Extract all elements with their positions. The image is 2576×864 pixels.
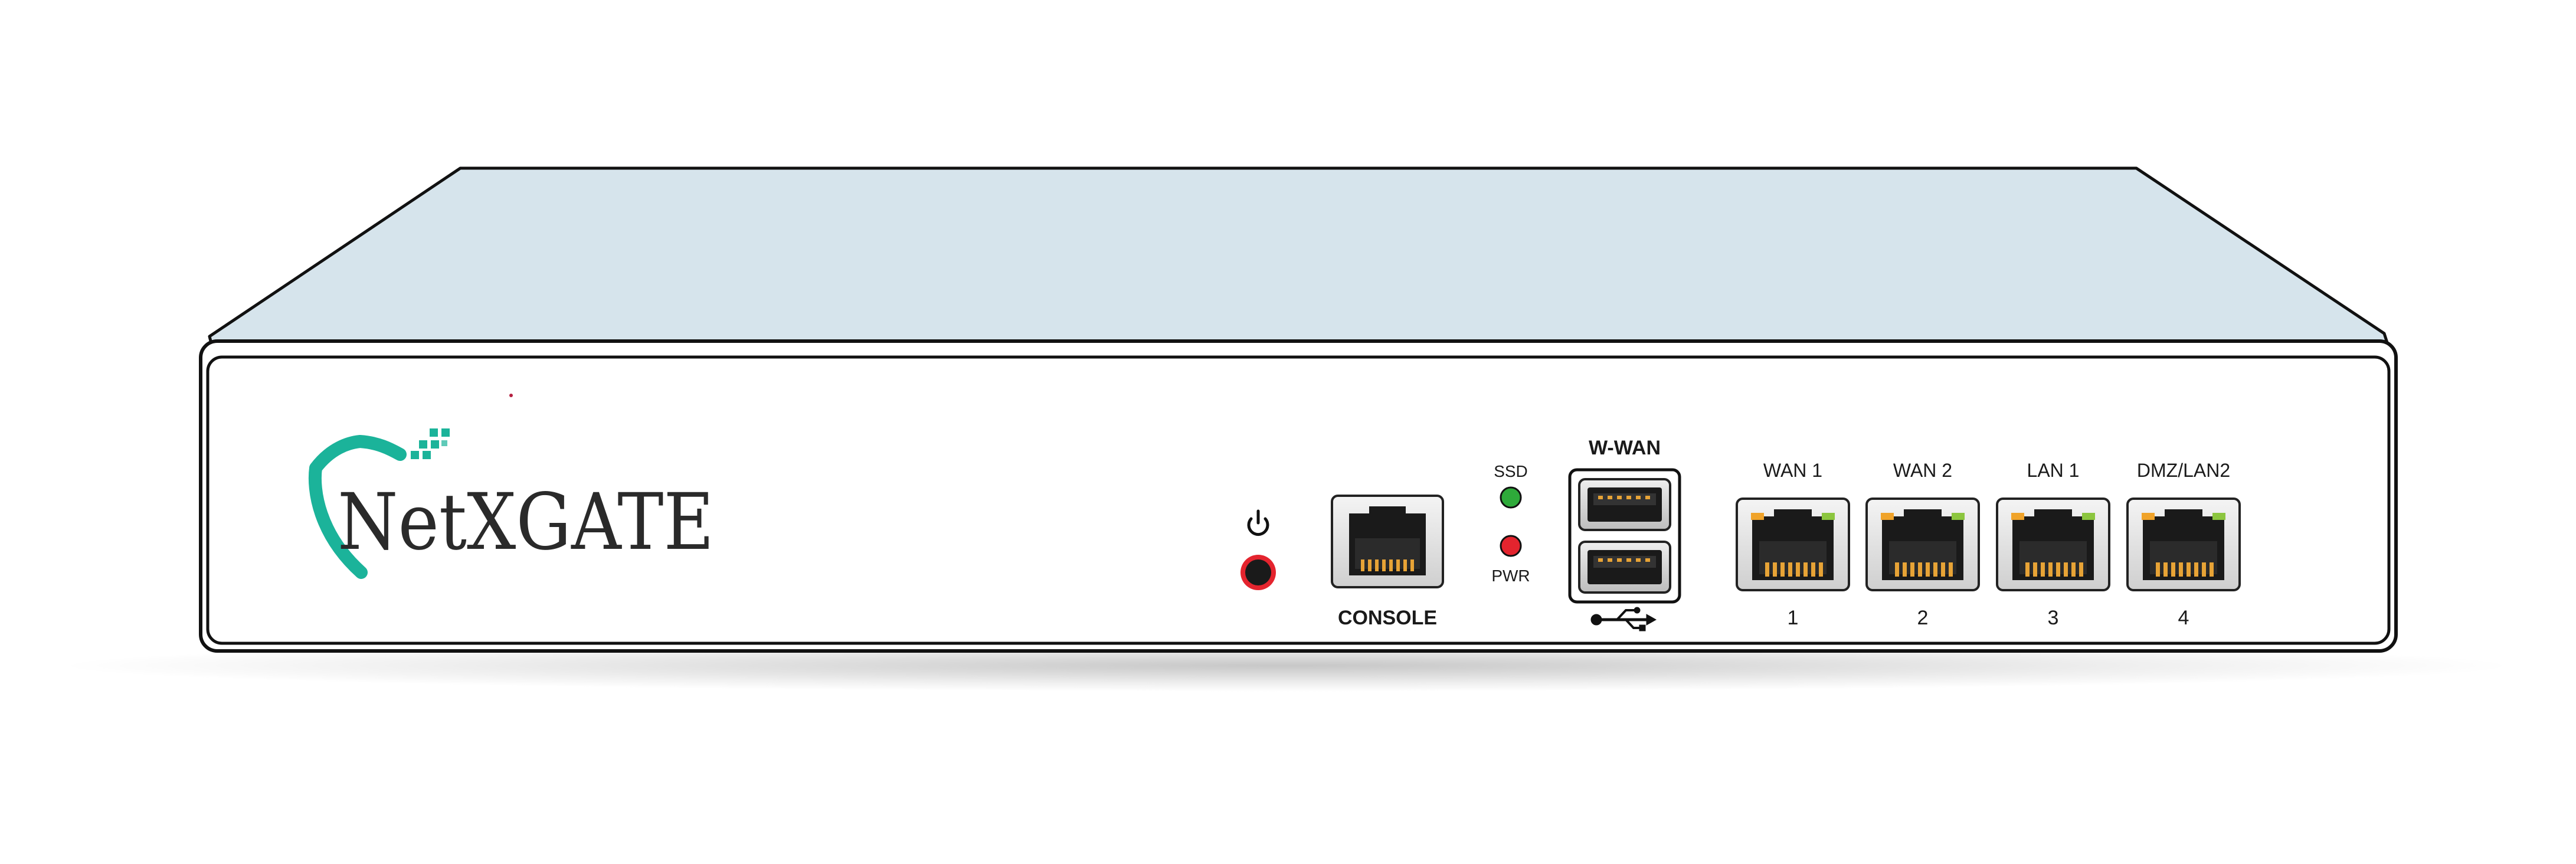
port-pin	[1773, 562, 1777, 577]
status-leds: SSD PWR	[1491, 462, 1530, 585]
console-port[interactable]: CONSOLE	[1331, 495, 1444, 629]
port-number: 1	[1788, 607, 1799, 629]
port-pin	[2163, 562, 2168, 577]
port-pin	[1803, 562, 1808, 577]
pixel-square	[441, 428, 450, 437]
console-label: CONSOLE	[1338, 607, 1437, 629]
console-port-pins	[1361, 559, 1414, 571]
led-ssd	[1500, 486, 1522, 509]
ethernet-port-4[interactable]: DMZ/LAN2 4	[2126, 460, 2241, 629]
port-label: LAN 1	[2027, 460, 2080, 481]
pixel-square	[441, 440, 447, 446]
port-pin	[2171, 562, 2175, 577]
decor-dot	[509, 394, 513, 397]
port-pin	[1910, 562, 1914, 577]
port-pin	[1941, 562, 1945, 577]
pixel-square	[430, 428, 438, 437]
port-pin	[1949, 562, 1953, 577]
pixel-square	[419, 440, 427, 449]
port-led-left	[2142, 513, 2155, 520]
port-pin	[2202, 562, 2206, 577]
port-pin	[1933, 562, 1937, 577]
port-number: 4	[2178, 607, 2189, 629]
ethernet-ports: WAN 1 1 WAN 2 2 LAN 1 3 DMZ/LAN2 4	[1736, 460, 2241, 629]
chassis-top	[208, 166, 2391, 350]
port-pin	[2194, 562, 2198, 577]
port-pin	[2064, 562, 2068, 577]
shield-logo-icon	[308, 435, 407, 579]
port-pin	[2210, 562, 2214, 577]
usb-icon	[1590, 607, 1657, 631]
console-port-cavity	[1355, 538, 1420, 569]
port-pin	[1796, 562, 1800, 577]
port-led-left	[2011, 513, 2024, 520]
port-pin	[2156, 562, 2160, 577]
ethernet-port-2[interactable]: WAN 2 2	[1865, 460, 1980, 629]
port-pin	[1926, 562, 1930, 577]
port-label: DMZ/LAN2	[2137, 460, 2230, 481]
usb-wwan: W-WAN	[1568, 437, 1681, 631]
port-pin	[1903, 562, 1907, 577]
port-number: 2	[1917, 607, 1929, 629]
port-pin	[2025, 562, 2030, 577]
port-number: 3	[2048, 607, 2059, 629]
led-pwr	[1500, 535, 1522, 557]
port-pin	[1765, 562, 1769, 577]
pixel-square	[411, 451, 419, 459]
brand-name-prefix: Net	[338, 477, 467, 568]
pixel-square	[431, 440, 439, 449]
port-pin	[1780, 562, 1785, 577]
usb-title: W-WAN	[1589, 437, 1661, 459]
port-pin	[2041, 562, 2045, 577]
port-cavity	[1759, 541, 1827, 574]
usb-port-top[interactable]	[1578, 478, 1671, 531]
ethernet-port-1[interactable]: WAN 1 1	[1736, 460, 1850, 629]
led-pwr-label: PWR	[1491, 567, 1530, 585]
port-cavity	[1889, 541, 1956, 574]
port-pin	[2079, 562, 2083, 577]
port-led-right	[2212, 513, 2225, 520]
port-cavity	[2150, 541, 2217, 574]
port-led-right	[1952, 513, 1965, 520]
brand-name-suffix: XGATE	[467, 477, 714, 568]
port-pin	[1811, 562, 1815, 577]
port-cavity	[2019, 541, 2087, 574]
port-pin	[2033, 562, 2037, 577]
usb-port-bottom[interactable]	[1578, 541, 1671, 594]
port-pin	[2048, 562, 2053, 577]
pixel-square	[423, 451, 431, 459]
power-button-inner	[1245, 559, 1271, 585]
port-pin	[1895, 562, 1899, 577]
port-pin	[1819, 562, 1823, 577]
power-icon	[1247, 509, 1269, 536]
led-ssd-label: SSD	[1494, 462, 1528, 480]
port-label: WAN 1	[1763, 460, 1822, 481]
port-pin	[2179, 562, 2183, 577]
port-pin	[2071, 562, 2076, 577]
port-led-right	[1822, 513, 1835, 520]
port-pin	[2056, 562, 2060, 577]
port-led-right	[2082, 513, 2095, 520]
port-led-left	[1881, 513, 1894, 520]
brand-name: NetXGATE	[338, 477, 714, 568]
port-label: WAN 2	[1893, 460, 1952, 481]
port-pin	[1788, 562, 1792, 577]
ethernet-port-3[interactable]: LAN 1 3	[1996, 460, 2110, 629]
brand-logo: NetXGATE	[308, 428, 714, 579]
port-led-left	[1751, 513, 1764, 520]
port-pin	[1918, 562, 1922, 577]
power-control[interactable]	[1240, 509, 1276, 590]
port-pin	[2187, 562, 2191, 577]
